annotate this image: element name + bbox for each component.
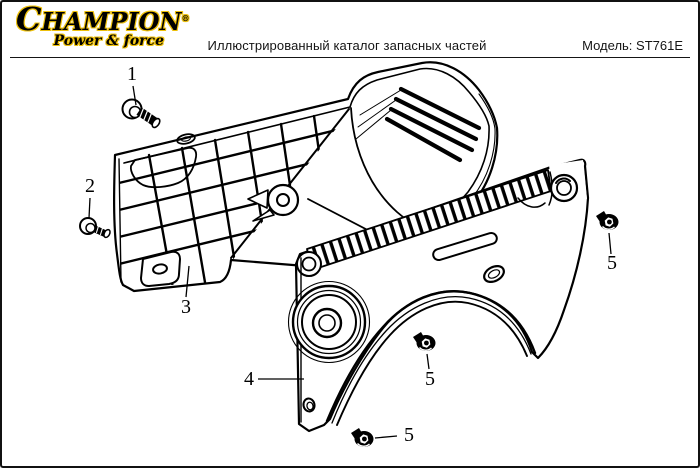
- panel-side-cover: [287, 158, 590, 433]
- brand-name: CHAMPION®: [16, 4, 189, 36]
- callout-4: 4: [244, 368, 254, 390]
- bolt-part-2: [79, 217, 111, 239]
- bolt-part-5-middle: [412, 330, 437, 352]
- callout-3: 3: [181, 296, 191, 318]
- registered-mark: ®: [181, 13, 190, 23]
- callout-leader-lines: [88, 85, 612, 439]
- header-divider: [10, 57, 690, 58]
- bolt-part-5-bottom: [350, 426, 375, 448]
- callout-5-right: 5: [607, 252, 617, 274]
- callout-5-middle: 5: [425, 368, 435, 390]
- bolt-part-5-right: [595, 209, 620, 231]
- brand-logo: CHAMPION® Power & force: [16, 4, 189, 49]
- model-label: Модель: ST761E: [582, 38, 683, 53]
- bolt-part-1: [121, 98, 161, 129]
- brand-tagline: Power & force: [53, 33, 164, 49]
- callout-1: 1: [127, 63, 137, 85]
- callout-5-bottom: 5: [404, 424, 414, 446]
- callout-2: 2: [85, 175, 95, 197]
- catalog-title: Иллюстрированный каталог запасных частей: [207, 38, 487, 53]
